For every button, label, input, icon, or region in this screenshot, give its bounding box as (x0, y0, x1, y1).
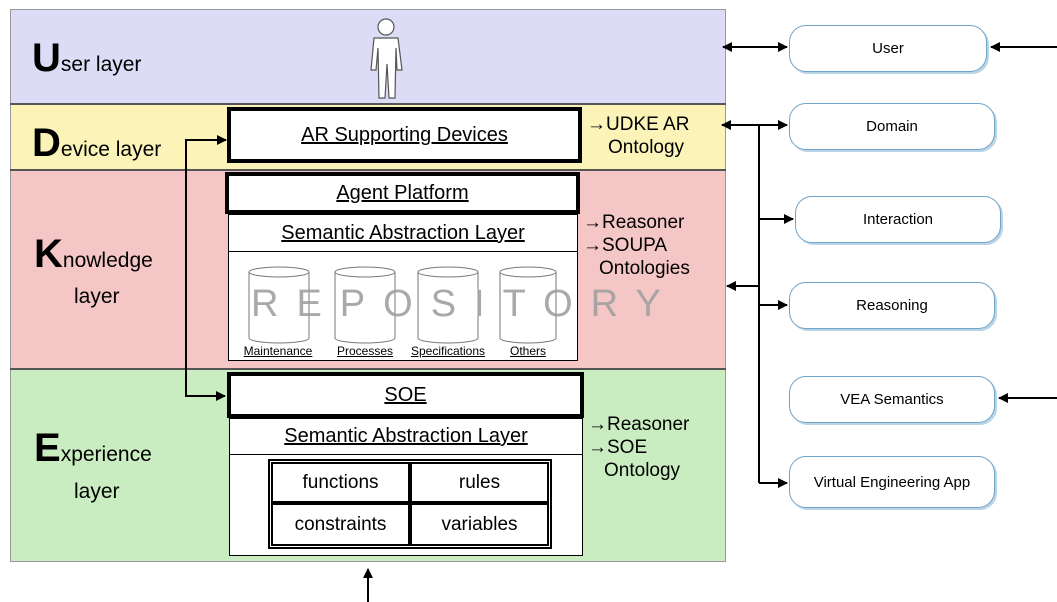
layer-divider (10, 368, 726, 370)
semantic-abstraction-layer-experience: Semantic Abstraction Layer (230, 419, 582, 455)
layer-divider (10, 169, 726, 171)
soe-box: SOE (227, 372, 584, 418)
repository-watermark: REPOSITORY (251, 283, 679, 325)
layer-divider (10, 103, 726, 105)
user-layer-band (10, 9, 726, 104)
experience-side-text: →Reasoner →SOE Ontology (588, 414, 690, 481)
user-layer-label: User layer (32, 36, 142, 80)
variables-cell: variables (410, 503, 549, 546)
vea-semantics-box: VEA Semantics (789, 376, 995, 423)
semantic-abstraction-layer-knowledge: Semantic Abstraction Layer (229, 215, 577, 252)
knowledge-layer-label-line2: layer (74, 285, 120, 308)
interaction-box: Interaction (795, 196, 1001, 243)
ar-supporting-devices-box: AR Supporting Devices (227, 107, 582, 163)
repository-item: Others (509, 344, 546, 358)
rules-cell: rules (410, 462, 549, 503)
experience-layer-label-line2: layer (74, 480, 120, 503)
domain-box: Domain (789, 103, 995, 150)
user-box: User (789, 25, 987, 72)
virtual-engineering-app-box: Virtual Engineering App (789, 456, 995, 508)
functions-cell: functions (271, 462, 410, 503)
knowledge-side-text: →Reasoner →SOUPA Ontologies (583, 212, 690, 279)
repository-item: Specifications (410, 344, 486, 358)
device-layer-label: Device layer (32, 121, 162, 165)
agent-platform-box: Agent Platform (225, 172, 580, 214)
reasoning-box: Reasoning (789, 282, 995, 329)
constraints-cell: constraints (271, 503, 410, 546)
device-side-text: →UDKE AR Ontology (587, 114, 690, 158)
knowledge-layer-label: Knowledge (34, 232, 153, 276)
repository-item: Processes (336, 344, 394, 358)
experience-layer-label: Experience (34, 426, 152, 470)
repository-item: Maintenance (243, 344, 313, 358)
